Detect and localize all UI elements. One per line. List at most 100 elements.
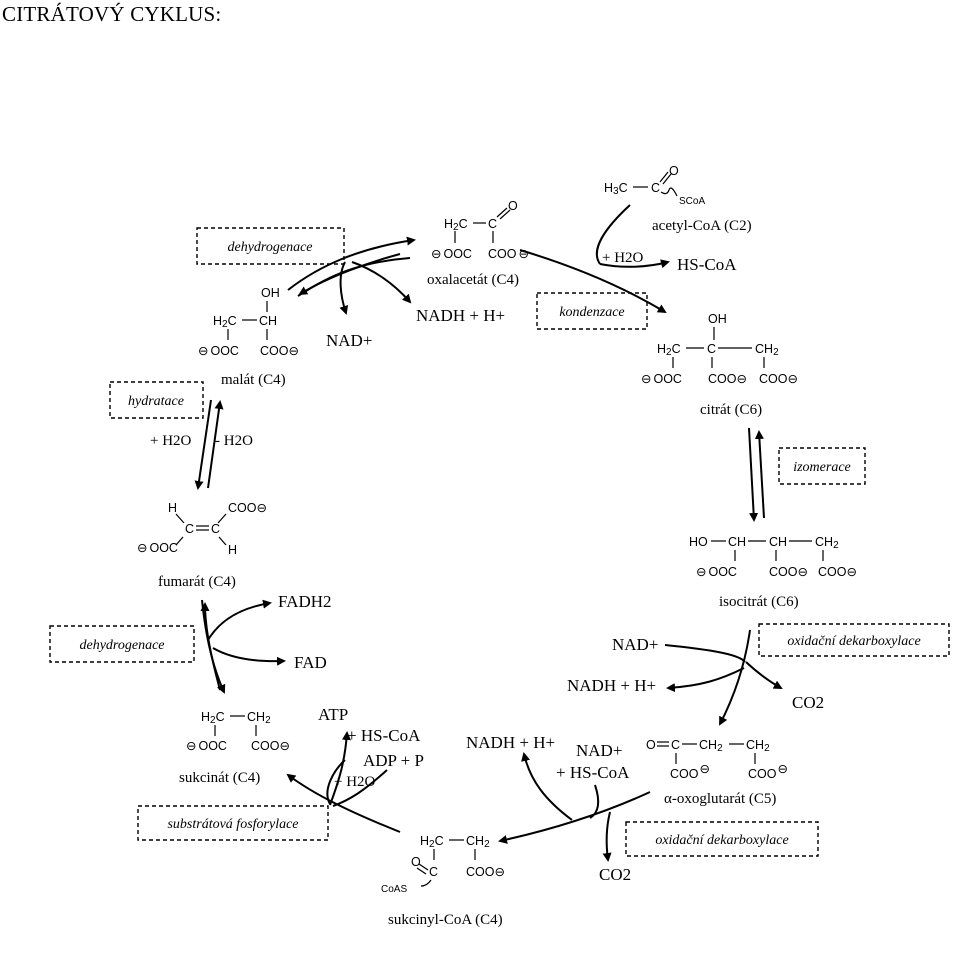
isocitrat-name: isocitrát (C6) [719,594,799,610]
svg-text:COO⊖: COO⊖ [251,739,290,753]
reagent-h2o-suc: + H2O [334,774,376,790]
arrow-icon [599,259,670,269]
fumarat-name: fumarát (C4) [158,574,236,590]
svg-text:⊖OOC: ⊖OOC [641,372,682,386]
malat-structure: OH H2C CH ⊖OOC COO⊖ [198,286,299,358]
reagent-hscoa-suc: + HS-CoA [347,726,421,745]
box-hydratace-label: hydratace [128,394,184,409]
svg-text:H2C: H2C [420,834,444,850]
svg-text:COO⊖: COO⊖ [759,372,798,386]
reagent-atp: ATP [318,705,348,724]
arrow-icon [351,261,412,304]
arrow-icon [519,249,667,314]
box-dehydrogenace-left-label: dehydrogenace [80,638,165,653]
svg-text:H2C: H2C [444,217,468,233]
svg-text:COO⊖: COO⊖ [488,247,529,261]
svg-text:CH2: CH2 [247,710,271,726]
svg-text:COO⊖: COO⊖ [748,762,788,781]
svg-text:C: C [211,522,220,536]
svg-text:⊖OOC: ⊖OOC [431,247,472,261]
arrow-icon [666,667,745,693]
oxoglutarat-name: α-oxoglutarát (C5) [664,791,776,807]
arrow-icon [595,204,631,265]
sukcinylcoa-structure: H2C CH2 O C COO⊖ CoAS [381,834,505,895]
svg-text:CH: CH [728,535,746,549]
arrow-icon [200,602,221,691]
svg-text:OH: OH [708,312,727,326]
arrow-icon [332,769,388,807]
box-hydratace: hydratace [109,381,204,419]
arrow-icon [745,661,783,689]
svg-text:CH: CH [769,535,787,549]
reagent-adp: ADP + P [363,751,424,770]
isocitrat-structure: HO CH CH CH2 ⊖OOC COO⊖ COO⊖ [689,535,857,579]
svg-text:O: O [508,199,518,213]
reagent-hscoa-oxo: + HS-CoA [556,763,630,782]
oxoglutarat-structure: O C CH2 CH2 COO⊖ COO⊖ [646,738,788,781]
svg-text:COO⊖: COO⊖ [708,372,747,386]
svg-text:COO⊖: COO⊖ [670,762,710,781]
svg-text:O: O [669,164,679,178]
svg-text:CH2: CH2 [815,535,839,551]
svg-text:CH2: CH2 [746,738,770,754]
arrow-icon [748,427,759,522]
svg-text:⊖OOC: ⊖OOC [186,739,227,753]
arrow-icon [664,644,746,663]
citrat-name: citrát (C6) [700,402,762,418]
box-oxid-dekarb-2-label: oxidační dekarboxylace [655,833,788,848]
svg-text:CoAS: CoAS [381,884,407,895]
svg-text:O: O [646,738,656,752]
page-title: CITRÁTOVÝ CYKLUS: [2,2,222,26]
reagent-h2o-plus-top: + H2O [602,250,644,266]
arrow-icon [287,236,416,291]
svg-text:CH: CH [259,314,277,328]
box-substratova-label: substrátová fosforylace [167,817,298,832]
reagent-co2-oxo: CO2 [599,865,631,884]
reagent-fad: FAD [294,653,327,672]
box-dehydrogenace-top: dehydrogenace [196,227,345,265]
arrow-icon [329,731,351,806]
box-kondenzace-label: kondenzace [559,305,624,320]
svg-text:COO⊖: COO⊖ [769,565,808,579]
reagent-co2-iso: CO2 [792,693,824,712]
reagent-nad-iso: NAD+ [612,635,658,654]
box-oxid-dekarb-1: oxidační dekarboxylace [758,623,950,657]
svg-text:COO⊖: COO⊖ [818,565,857,579]
svg-text:C: C [488,217,497,231]
box-substratova: substrátová fosforylace [137,805,329,841]
box-oxid-dekarb-2: oxidační dekarboxylace [625,821,819,857]
reagent-nad-top: NAD+ [326,331,372,350]
svg-text:H3C: H3C [604,181,628,197]
acetylcoa-name: acetyl-CoA (C2) [652,218,752,234]
arrow-icon [207,400,224,489]
svg-text:HO: HO [689,535,708,549]
sukcinat-name: sukcinát (C4) [179,770,260,786]
reagent-h2o-plus-left: + H2O [150,433,192,449]
arrow-icon [589,784,600,819]
reagent-hscoa-top: HS-CoA [677,255,737,274]
svg-text:⊖OOC: ⊖OOC [696,565,737,579]
svg-text:COO⊖: COO⊖ [260,344,299,358]
svg-text:H2C: H2C [213,314,237,330]
svg-text:COO⊖: COO⊖ [466,865,505,879]
arrow-icon [754,430,765,519]
svg-text:OH: OH [261,286,280,300]
arrow-icon [212,647,286,666]
sukcinylcoa-name: sukcinyl-CoA (C4) [388,912,503,928]
arrow-icon [498,791,651,844]
box-dehydrogenace-top-label: dehydrogenace [228,240,313,255]
svg-text:H2C: H2C [201,710,225,726]
svg-text:C: C [671,738,680,752]
reagent-nad-oxo: NAD+ [576,741,622,760]
box-kondenzace: kondenzace [536,292,648,330]
reagent-nadh-oxo: NADH + H+ [466,733,555,752]
citrat-structure: OH H2C C CH2 ⊖OOC COO⊖ COO⊖ [641,312,798,386]
svg-text:COO⊖: COO⊖ [228,501,267,515]
svg-text:⊖OOC: ⊖OOC [137,541,178,555]
oxalacetat-name: oxalacetát (C4) [427,272,519,288]
box-oxid-dekarb-1-label: oxidační dekarboxylace [787,634,920,649]
reagent-nadh-top: NADH + H+ [416,306,505,325]
arrow-icon [298,253,401,296]
